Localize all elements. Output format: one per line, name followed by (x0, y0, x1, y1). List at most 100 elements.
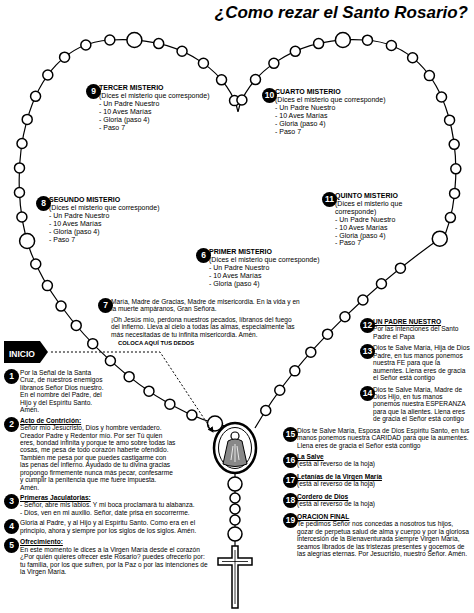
step-body: CUARTO MISTERIO(Dices el misterio que co… (275, 88, 387, 135)
callout-number: 10 (262, 88, 277, 103)
step-body: TERCER MISTERIO(Dices el misterio que co… (99, 84, 211, 131)
small-bead (198, 58, 208, 68)
small-bead (60, 52, 70, 62)
large-bead (20, 233, 35, 248)
small-bead (237, 95, 247, 105)
callout-number: 7 (98, 298, 113, 313)
step-text: Gloria al Padre, y al Hijo y al Espíritu… (20, 519, 210, 534)
step-text: - Gloria (paso 4) (209, 280, 320, 288)
step-body: Ofrecimiento:En este momento le dices a … (20, 538, 210, 575)
pendant-bead (230, 515, 240, 525)
step-callout: 1Por la Señal de la Santa Cruz, de nuest… (4, 369, 106, 414)
small-bead (269, 58, 279, 68)
small-bead (17, 138, 27, 148)
small-bead (362, 35, 372, 45)
small-bead (105, 356, 115, 366)
callout-number: 15 (283, 427, 298, 442)
small-bead (386, 41, 396, 51)
step-callout: 9TERCER MISTERIO(Dices el misterio que c… (86, 84, 211, 131)
small-bead (395, 263, 405, 273)
step-heading: SEGUNDO MISTERIO (49, 196, 164, 204)
step-body: Dios te Salve María, Hija de Dios Padre,… (373, 344, 470, 381)
step-text: (Dices el misterio que corresponde) (275, 96, 387, 104)
step-callout: 5Ofrecimiento:En este momento le dices a… (4, 538, 210, 575)
large-bead (335, 32, 350, 47)
step-text: - Gloria (paso 4) (99, 116, 211, 124)
arrow-body (4, 341, 48, 363)
step-text: - Paso 7 (49, 236, 164, 244)
callout-number: 2 (4, 417, 19, 432)
step-callout: 17Letanías de la Virgen María(está al re… (283, 473, 470, 489)
step-text: - Gloria (paso 4) (49, 228, 164, 236)
small-bead (450, 188, 460, 198)
small-bead (22, 114, 32, 124)
step-callout: 14Dios te Salve María, Madre de Dios Hij… (360, 386, 470, 423)
small-bead (290, 366, 300, 376)
step-text: - Gloria (paso 4) (275, 120, 387, 128)
step-text: (Dices el misterio que corresponde) (49, 204, 164, 212)
small-bead (250, 75, 260, 85)
small-bead (187, 410, 197, 420)
callout-number: 9 (86, 84, 101, 99)
step-text: (está al reverso de la hoja) (297, 480, 470, 487)
step-text: ¡Oh Jesús mío, perdona nuestros pecados,… (111, 316, 300, 338)
small-bead (449, 139, 459, 149)
step-callout: 8SEGUNDO MISTERIO(Dices el misterio que … (36, 196, 164, 243)
callout-number: 18 (283, 493, 298, 508)
step-text: - 10 Aves Marías (275, 112, 387, 120)
step-callout: 2Acto de Contrición:Señor mío Jesucristo… (4, 417, 176, 491)
step-body: ORACION FINALTe pedimos Señor nos conced… (297, 513, 470, 558)
small-bead (56, 301, 66, 311)
crucifix (218, 546, 252, 608)
small-bead (42, 281, 52, 291)
small-bead (43, 70, 53, 80)
small-bead (177, 46, 187, 56)
small-bead (31, 259, 41, 269)
step-text: Por la Señal de la Santa Cruz, de nuestr… (20, 369, 106, 414)
callout-number: 3 (4, 494, 19, 509)
step-text: - 10 Aves Marías (335, 224, 414, 232)
step-heading: PRIMER MISTERIO (209, 248, 320, 256)
step-heading: Acto de Contrición: (20, 417, 176, 424)
mantle-folds (231, 444, 239, 462)
small-bead (124, 372, 134, 382)
small-bead (217, 75, 227, 85)
start-label: INICIO (9, 349, 35, 359)
step-heading: UN PADRE NUESTRO (373, 318, 470, 325)
step-text: - Dios, ven en mi auxilio. Señor, date p… (20, 509, 210, 516)
start-arrow: INICIO (4, 341, 48, 363)
small-bead (144, 386, 154, 396)
small-bead (445, 213, 455, 223)
step-text: - Paso 7 (99, 124, 211, 132)
callout-number: 16 (283, 453, 298, 468)
medal-rim (219, 428, 252, 469)
step-text: Dios te Salve María, Esposa de Dios Espí… (297, 427, 470, 449)
step-body: Letanías de la Virgen María(está al reve… (297, 473, 470, 488)
step-text: (Dices el misterio que corresponde) (99, 92, 211, 100)
step-text: Dios te Salve María, Hija de Dios Padre,… (373, 344, 470, 381)
small-bead (437, 92, 447, 102)
step-text: - Un Padre Nuestro (209, 264, 320, 272)
step-callout: 10CUARTO MISTERIO(Dices el misterio que … (262, 88, 387, 135)
step-text: - Señor, abre mis labios. Y mi boca proc… (20, 501, 210, 508)
step-callout: 19ORACION FINALTe pedimos Señor nos conc… (283, 513, 470, 558)
step-body: María, Madre de Gracias, Madre de miseri… (111, 298, 300, 338)
pendant-bead (230, 493, 240, 503)
step-text: (está al reverso de la hoja) (297, 500, 470, 507)
step-body: Primeras Jaculatorias:- Señor, abre mis … (20, 494, 210, 516)
step-callout: 6PRIMER MISTERIO(Dices el misterio que c… (196, 248, 320, 288)
pendant-bead (230, 504, 240, 514)
step-text: Te pedimos Señor nos concedas a nosotros… (297, 520, 470, 557)
page-title: ¿Como rezar el Santo Rosario? (215, 3, 468, 23)
step-heading: La Salve (297, 453, 470, 460)
step-callout: 11QUINTO MISTERIO(Dices el misterio que … (322, 192, 414, 247)
callout-number: 1 (4, 369, 19, 384)
small-bead (31, 91, 41, 101)
callout-number: 14 (360, 386, 375, 401)
step-text: (está al reverso de la hoja) (297, 460, 470, 467)
small-bead (261, 406, 271, 416)
small-bead (14, 187, 24, 197)
small-bead (88, 339, 98, 349)
step-callout: 18Cordero de Dios(está al reverso de la … (283, 493, 470, 509)
step-body: QUINTO MISTERIO(Dices el misterio que co… (335, 192, 414, 247)
